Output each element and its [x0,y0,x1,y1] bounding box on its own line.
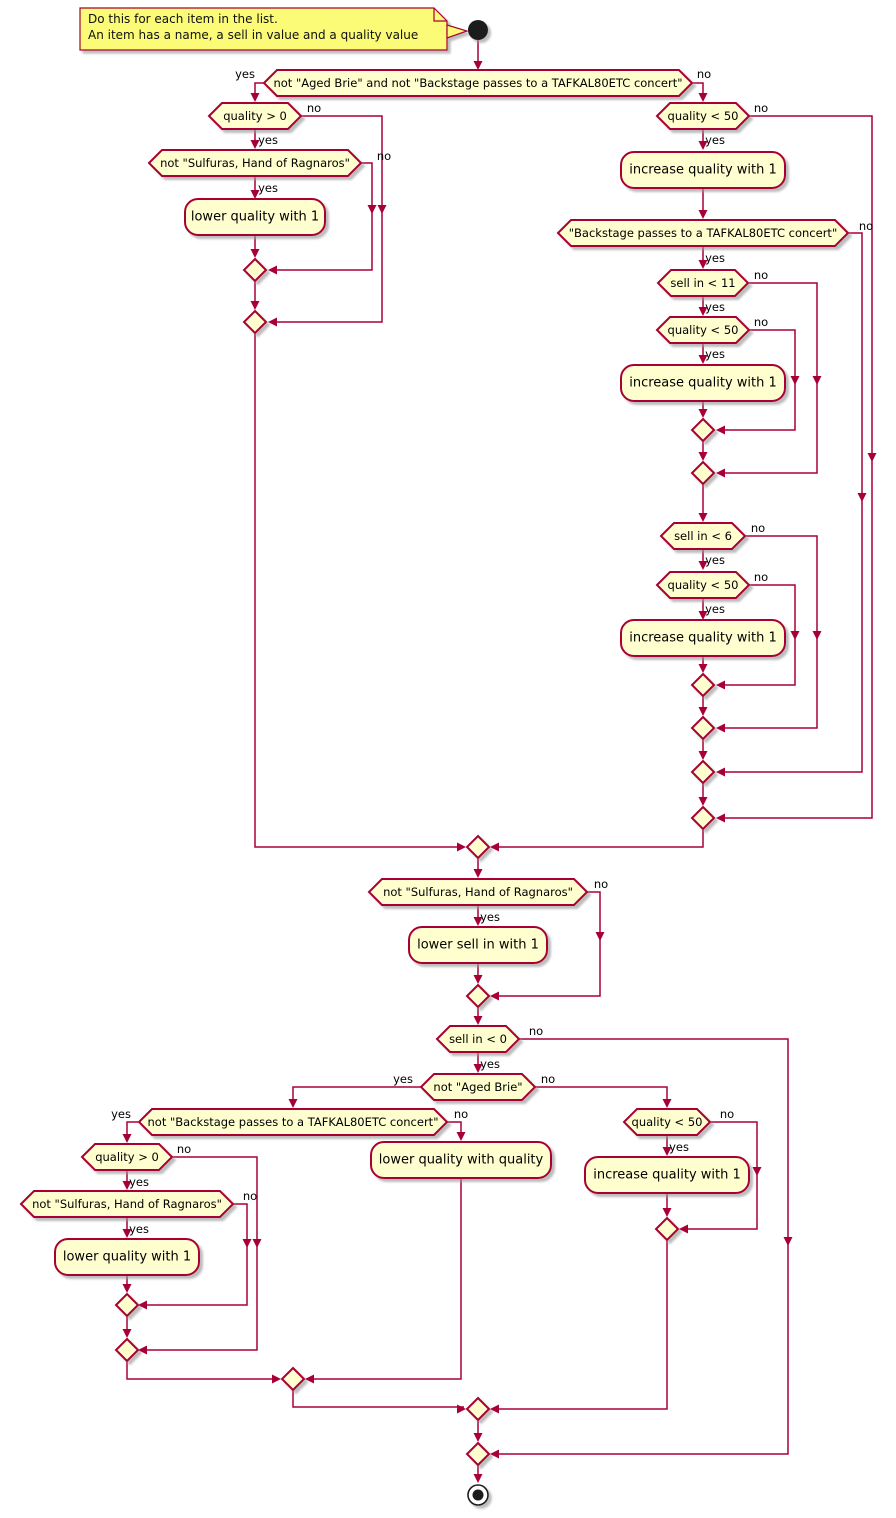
merge-m11 [114,1292,140,1318]
merge-m1 [242,257,268,283]
action-a5 [408,926,548,964]
decision-d16 [622,1108,712,1136]
merge-m8 [690,805,716,831]
decision-d6 [656,269,750,297]
decision-d15 [19,1190,235,1218]
decision-d14 [80,1143,174,1171]
merge-m7 [690,759,716,785]
decision-d7 [655,316,751,344]
merge-m13 [280,1366,306,1392]
merge-m4 [690,460,716,486]
merge-m2 [242,309,268,335]
action-a6 [370,1141,552,1179]
action-a1 [184,198,326,236]
decision-d13 [137,1108,449,1136]
decision-d11 [435,1025,521,1053]
note-line-2: An item has a name, a sell in value and … [88,28,419,42]
merge-m16 [465,1441,491,1467]
note-line-1: Do this for each item in the list. [88,12,278,26]
action-a2 [620,151,786,189]
decision-d5 [556,219,850,247]
merge-m3 [690,417,716,443]
merge-m15 [654,1216,680,1242]
merge-m12 [114,1337,140,1363]
merge-m14 [465,1396,491,1422]
decision-d12 [419,1073,537,1101]
start-node [468,20,488,40]
arrowheads [122,61,877,1483]
decision-d9 [655,571,751,599]
merge-m5 [690,672,716,698]
decision-d2 [207,102,303,130]
decision-d3 [147,149,363,177]
decision-d10 [367,878,589,906]
merge-m6 [690,715,716,741]
merge-m9 [465,834,491,860]
connector-lines [126,40,873,1481]
decision-d8 [659,522,747,550]
action-a7 [54,1238,200,1276]
merge-m10 [465,983,491,1009]
action-a3 [620,364,786,402]
action-a4 [620,619,786,657]
end-node-dot [472,1489,484,1501]
decision-d1 [262,69,694,97]
note-pointer [446,24,469,39]
note-fold [433,8,447,22]
decision-d4 [655,102,751,130]
action-a8 [584,1156,750,1194]
